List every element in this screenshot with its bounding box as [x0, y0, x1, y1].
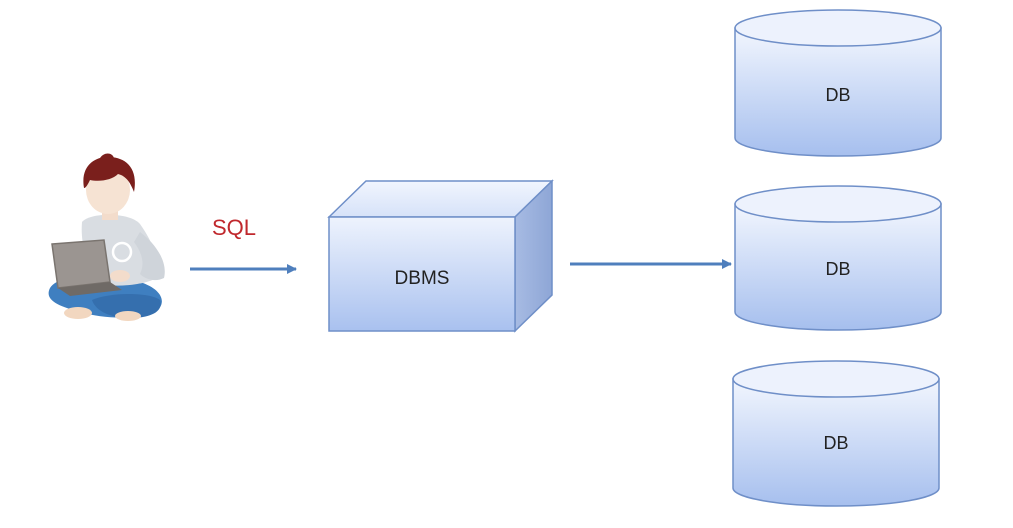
db-label-1: DB [825, 85, 850, 105]
database-cylinder-2: DB [734, 185, 942, 331]
sql-label: SQL [212, 215, 256, 240]
user-with-laptop-icon [48, 153, 165, 321]
database-cylinder-1: DB [734, 9, 942, 157]
db-label-2: DB [825, 259, 850, 279]
dbms-label: DBMS [395, 268, 450, 289]
db-label-3: DB [823, 433, 848, 453]
dbms-box: DBMS [327, 179, 554, 333]
database-cylinder-3: DB [732, 360, 940, 507]
